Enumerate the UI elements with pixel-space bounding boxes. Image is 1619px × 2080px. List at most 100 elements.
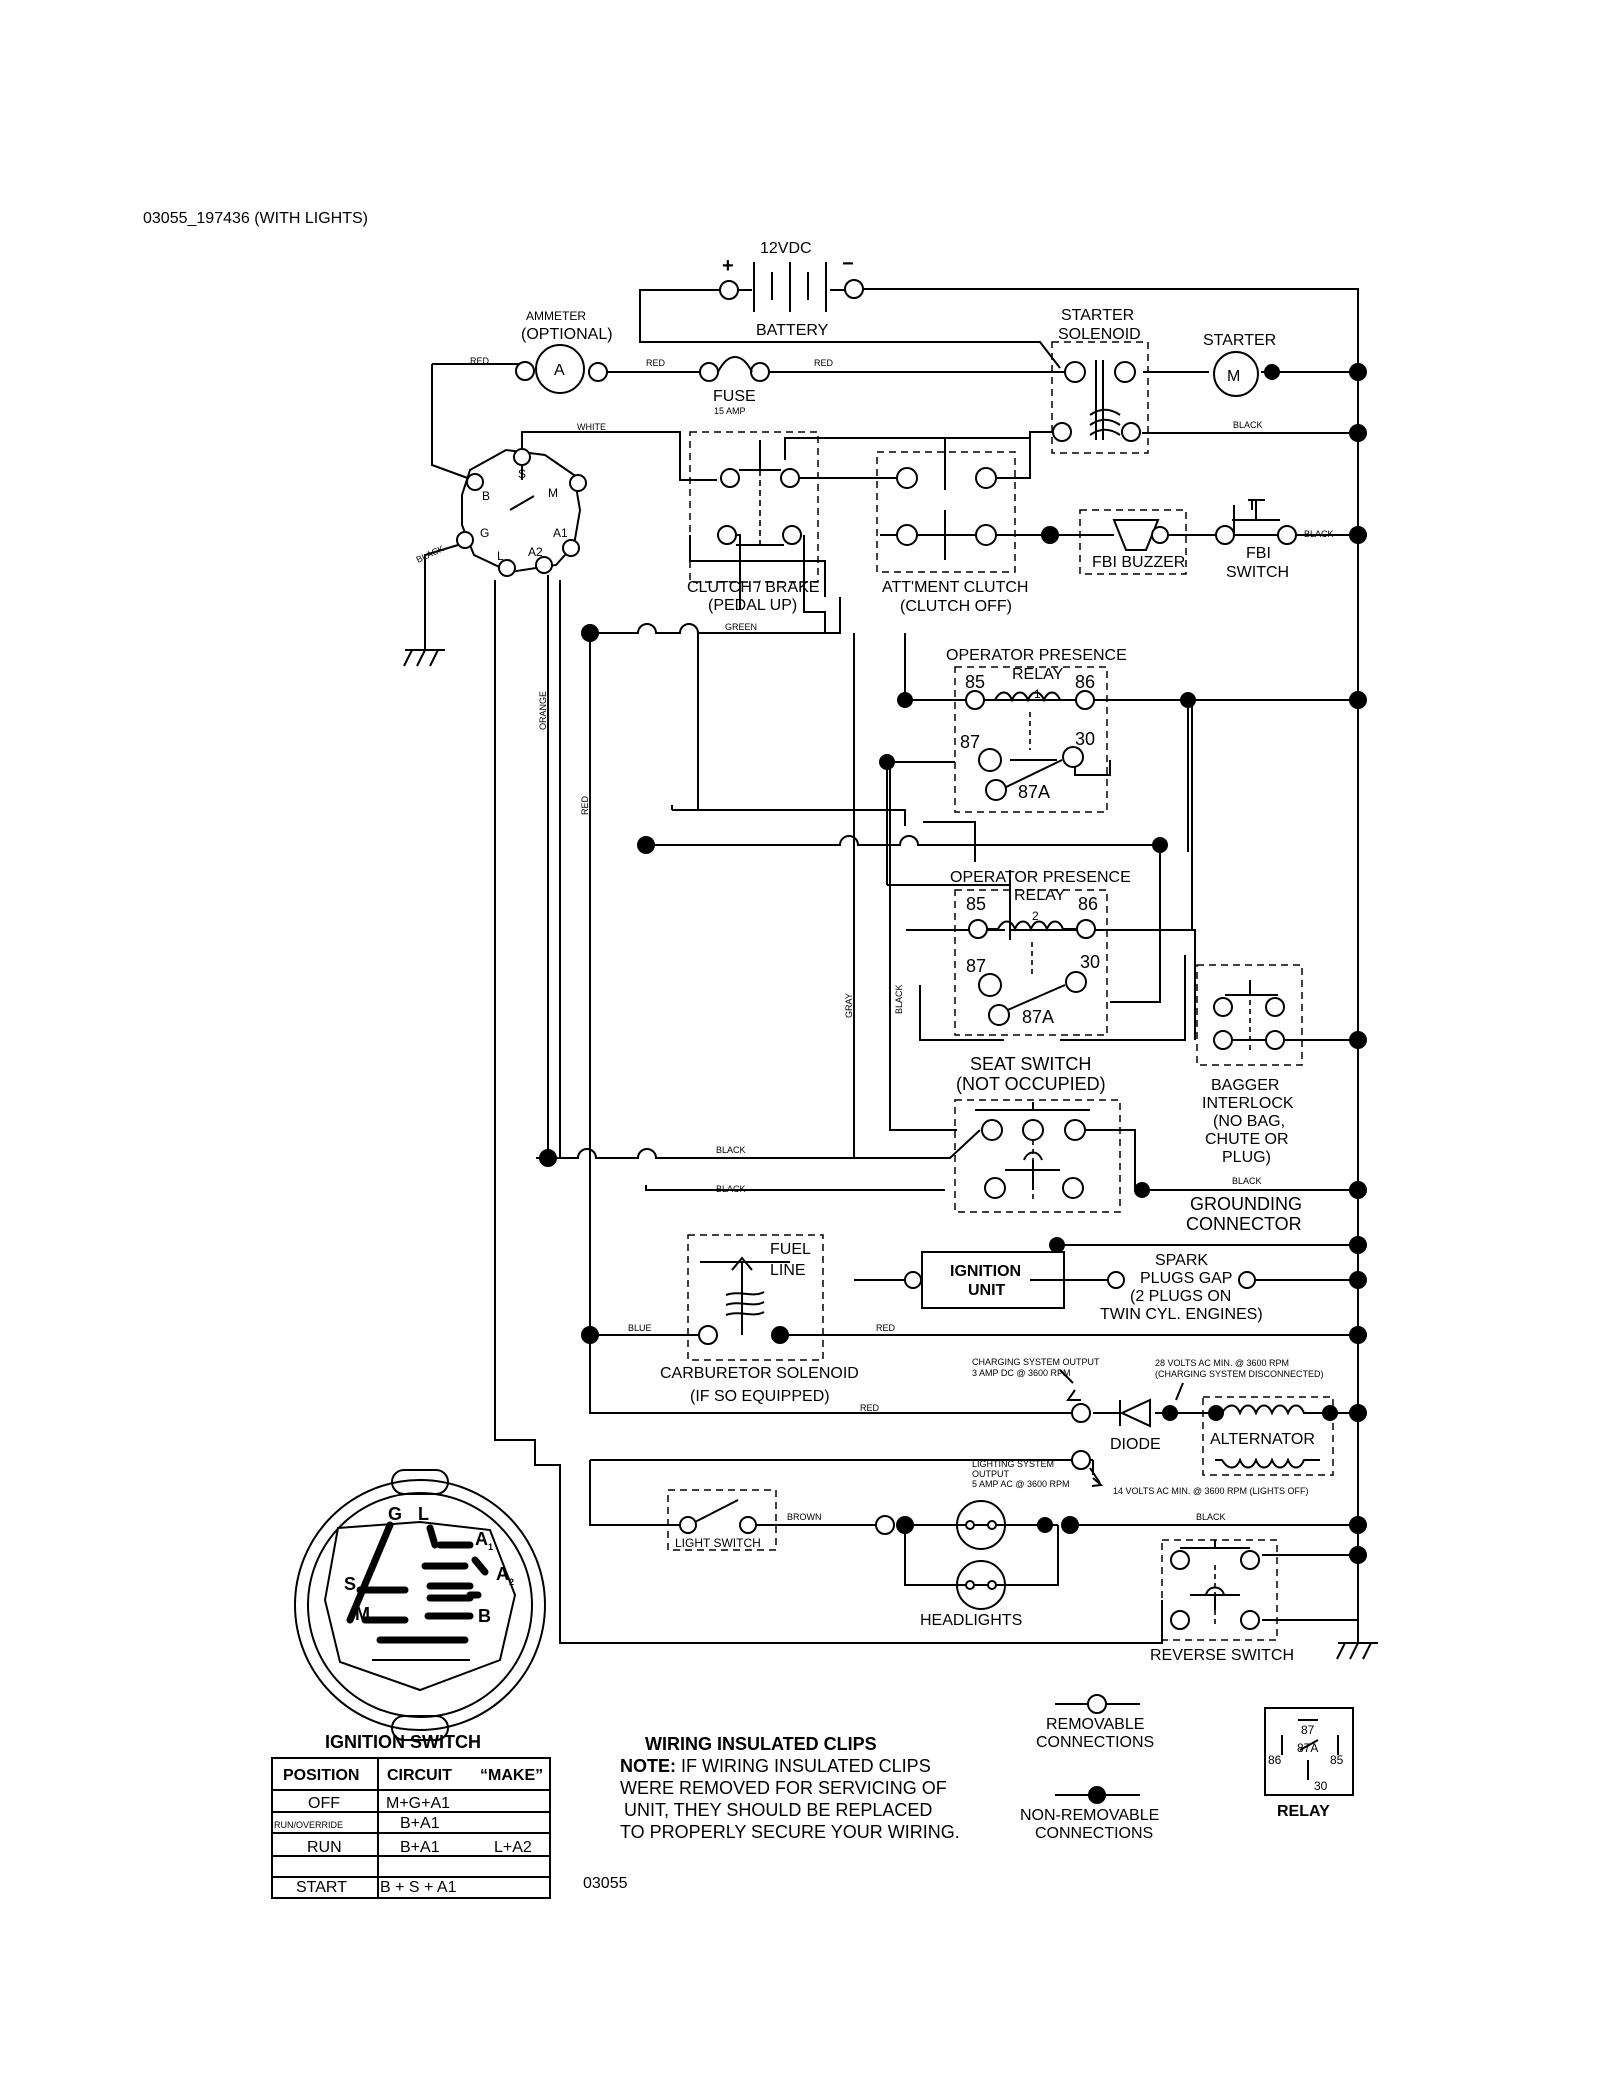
diode: DIODE: [1110, 1398, 1161, 1453]
svg-text:CLUTCH / BRAKE: CLUTCH / BRAKE: [687, 579, 819, 596]
svg-text:87: 87: [960, 732, 980, 752]
svg-text:LIGHT SWITCH: LIGHT SWITCH: [675, 1536, 761, 1550]
svg-text:RELAY: RELAY: [1014, 887, 1066, 904]
wire-color-label: RED: [646, 358, 666, 368]
svg-text:86: 86: [1268, 1753, 1282, 1767]
charging-system: CHARGING SYSTEM OUTPUT 3 AMP DC @ 3600 R…: [972, 1357, 1324, 1423]
wire-color-label: BLACK: [716, 1145, 746, 1155]
svg-text:REMOVABLE: REMOVABLE: [1046, 1716, 1144, 1733]
svg-text:WIRING INSULATED CLIPS: WIRING INSULATED CLIPS: [645, 1734, 877, 1754]
wire-color-label: BLACK: [1196, 1512, 1226, 1522]
ammeter: A AMMETER (OPTIONAL) RED RED RED: [470, 309, 834, 394]
battery-minus: −: [842, 253, 854, 275]
svg-text:1: 1: [1034, 687, 1041, 701]
svg-text:CIRCUIT: CIRCUIT: [387, 1767, 452, 1784]
ignition-connector: S B M G L A2 A1 BLACK WHITE: [415, 422, 606, 577]
fuse: FUSE 15 AMP: [699, 356, 770, 416]
svg-text:86: 86: [1078, 894, 1098, 914]
svg-text:“MAKE”: “MAKE”: [480, 1767, 543, 1784]
wire-color-label: WHITE: [577, 422, 606, 432]
svg-text:ATT'MENT CLUTCH: ATT'MENT CLUTCH: [882, 579, 1028, 596]
operator-presence-relay-2: OPERATOR PRESENCE RELAY 2 85 86 87 30 87…: [950, 869, 1131, 1036]
svg-text:2: 2: [509, 1577, 514, 1587]
svg-text:L+A2: L+A2: [494, 1839, 532, 1856]
svg-text:CHARGING SYSTEM OUTPUT: CHARGING SYSTEM OUTPUT: [972, 1357, 1100, 1367]
diagram-title: 03055_197436 (WITH LIGHTS): [143, 210, 368, 227]
svg-text:TO PROPERLY SECURE YOUR WIRING: TO PROPERLY SECURE YOUR WIRING.: [620, 1822, 960, 1842]
svg-text:HEADLIGHTS: HEADLIGHTS: [920, 1612, 1022, 1629]
svg-text:87: 87: [966, 956, 986, 976]
svg-text:OPERATOR PRESENCE: OPERATOR PRESENCE: [946, 647, 1127, 664]
svg-text:M: M: [548, 486, 558, 500]
svg-text:87A: 87A: [1018, 782, 1050, 802]
svg-text:G: G: [388, 1504, 402, 1524]
svg-text:(CLUTCH OFF): (CLUTCH OFF): [900, 598, 1012, 615]
svg-text:INTERLOCK: INTERLOCK: [1202, 1095, 1294, 1112]
svg-text:87A: 87A: [1297, 1741, 1318, 1755]
svg-text:UNIT, THEY SHOULD BE REPLACED: UNIT, THEY SHOULD BE REPLACED: [624, 1800, 932, 1820]
wire-color-label: BLACK: [1232, 1176, 1262, 1186]
svg-text:LIGHTING SYSTEM: LIGHTING SYSTEM: [972, 1459, 1054, 1469]
wire-color-label: GREEN: [725, 622, 757, 632]
battery-plus: +: [722, 255, 734, 277]
ammeter-label: AMMETER: [526, 309, 586, 323]
svg-text:ALTERNATOR: ALTERNATOR: [1210, 1431, 1315, 1448]
starter-motor: M STARTER BLACK: [1203, 332, 1276, 430]
svg-text:2: 2: [1032, 909, 1039, 923]
svg-text:B+A1: B+A1: [400, 1815, 440, 1832]
lighting-output: LIGHTING SYSTEM OUTPUT 5 AMP AC @ 3600 R…: [972, 1450, 1309, 1496]
svg-text:PLUG): PLUG): [1222, 1149, 1271, 1166]
svg-text:PLUGS GAP: PLUGS GAP: [1140, 1270, 1232, 1287]
svg-text:FUEL: FUEL: [770, 1241, 811, 1258]
svg-text:1: 1: [488, 1542, 493, 1552]
wire-color-label: BLACK: [415, 543, 446, 565]
relay-legend: 87 87A 86 85 30 RELAY: [1264, 1707, 1354, 1820]
svg-text:(CHARGING SYSTEM DISCONNECTED): (CHARGING SYSTEM DISCONNECTED): [1155, 1369, 1324, 1379]
svg-text:CONNECTIONS: CONNECTIONS: [1036, 1734, 1154, 1751]
svg-text:B+A1: B+A1: [400, 1839, 440, 1856]
svg-text:30: 30: [1080, 952, 1100, 972]
svg-text:POSITION: POSITION: [283, 1767, 359, 1784]
svg-text:A: A: [496, 1564, 509, 1584]
svg-text:(2 PLUGS ON: (2 PLUGS ON: [1130, 1288, 1231, 1305]
svg-text:S: S: [518, 467, 526, 481]
svg-text:SEAT SWITCH: SEAT SWITCH: [970, 1054, 1091, 1074]
svg-text:SWITCH: SWITCH: [1226, 564, 1289, 581]
wire-color-label: BLACK: [894, 984, 904, 1014]
svg-text:S: S: [344, 1574, 356, 1594]
wire-color-label: RED: [860, 1403, 880, 1413]
svg-text:28 VOLTS AC MIN. @ 3600 RPM: 28 VOLTS AC MIN. @ 3600 RPM: [1155, 1358, 1289, 1368]
alternator: ALTERNATOR: [1202, 1396, 1335, 1476]
svg-text:M: M: [355, 1604, 370, 1624]
attachment-clutch-switch: ATT'MENT CLUTCH (CLUTCH OFF): [876, 438, 1028, 615]
grounding-label: CONNECTOR: [1186, 1214, 1302, 1234]
connection-legend: REMOVABLE CONNECTIONS NON-REMOVABLE CONN…: [1020, 1694, 1159, 1842]
svg-text:15 AMP: 15 AMP: [714, 406, 746, 416]
svg-text:RUN: RUN: [307, 1839, 342, 1856]
svg-text:30: 30: [1075, 729, 1095, 749]
ground-symbol-right: [1336, 1642, 1378, 1660]
svg-text:5 AMP AC @ 3600 RPM: 5 AMP AC @ 3600 RPM: [972, 1479, 1070, 1489]
reverse-switch: REVERSE SWITCH: [1150, 1539, 1294, 1664]
non-removable-connection-dots: [539, 363, 1367, 1564]
operator-presence-relay-1: OPERATOR PRESENCE RELAY 1 85 86 87 30 87…: [946, 647, 1127, 813]
svg-text:14 VOLTS AC MIN. @ 3600 RPM (L: 14 VOLTS AC MIN. @ 3600 RPM (LIGHTS OFF): [1113, 1486, 1309, 1496]
svg-text:(NO BAG,: (NO BAG,: [1213, 1113, 1285, 1130]
svg-text:OUTPUT: OUTPUT: [972, 1469, 1010, 1479]
svg-text:L: L: [497, 549, 504, 563]
svg-text:FBI: FBI: [1246, 545, 1271, 562]
svg-text:CARBURETOR SOLENOID: CARBURETOR SOLENOID: [660, 1365, 859, 1382]
svg-text:30: 30: [1314, 1779, 1328, 1793]
svg-text:G: G: [480, 526, 489, 540]
ground-symbol-left: [403, 649, 445, 667]
wire-color-label: BLACK: [1233, 420, 1263, 430]
svg-text:RELAY: RELAY: [1277, 1803, 1330, 1820]
ignition-switch-title: IGNITION SWITCH: [325, 1732, 481, 1752]
svg-text:UNIT: UNIT: [968, 1282, 1006, 1299]
svg-text:(PEDAL UP): (PEDAL UP): [708, 597, 797, 614]
svg-text:FBI BUZZER: FBI BUZZER: [1092, 554, 1185, 571]
svg-text:CHUTE OR: CHUTE OR: [1205, 1131, 1289, 1148]
fbi-switch: FBI SWITCH BLACK: [1215, 500, 1334, 581]
svg-text:OFF: OFF: [308, 1795, 340, 1812]
svg-text:87: 87: [1301, 1723, 1315, 1737]
